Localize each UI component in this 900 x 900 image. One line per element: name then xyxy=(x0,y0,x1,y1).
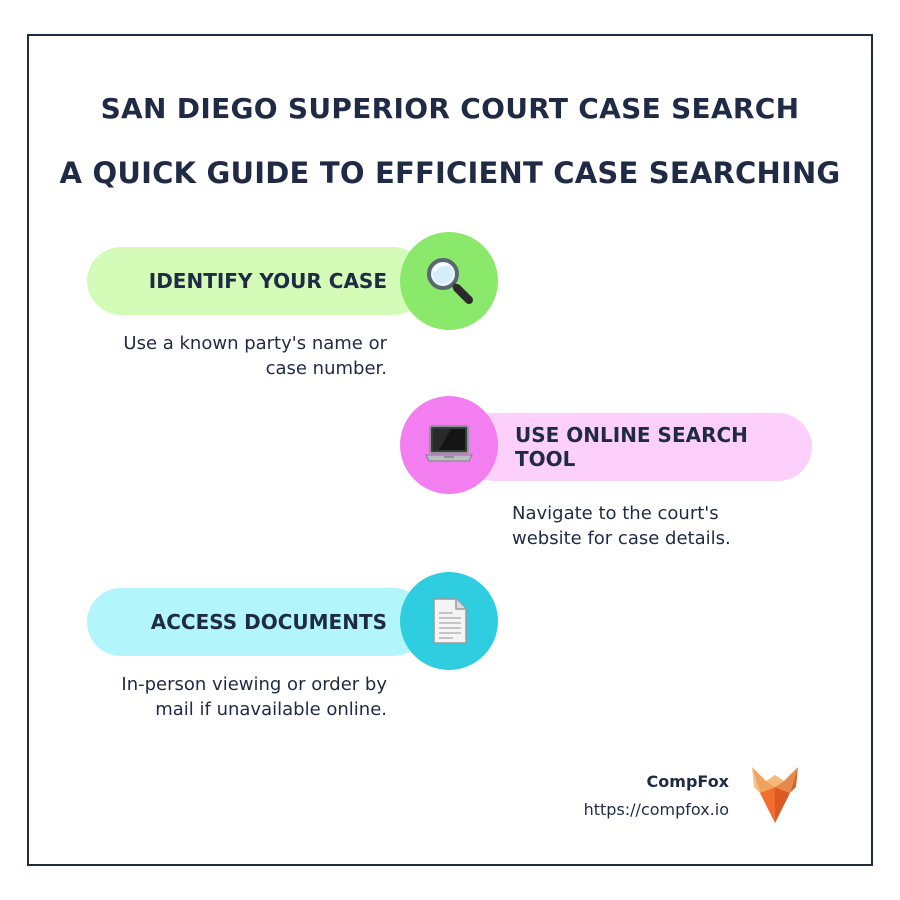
laptop-icon xyxy=(425,425,473,462)
page-subtitle: A QUICK GUIDE TO EFFICIENT CASE SEARCHIN… xyxy=(59,156,841,190)
step-label: USE ONLINE SEARCH TOOL xyxy=(515,423,748,471)
brand-url[interactable]: https://compfox.io xyxy=(583,800,729,819)
fox-logo-icon xyxy=(752,767,798,823)
page-title: SAN DIEGO SUPERIOR COURT CASE SEARCH xyxy=(100,92,800,125)
step-online-search-pill: USE ONLINE SEARCH TOOL xyxy=(460,413,812,481)
step-online-search-circle xyxy=(400,396,498,494)
magnifying-glass-icon xyxy=(427,258,473,304)
brand-name: CompFox xyxy=(646,772,729,791)
step-access-documents-description: In-person viewing or order by mail if un… xyxy=(121,674,387,720)
document-icon xyxy=(433,598,467,644)
step-identify-case-pill: IDENTIFY YOUR CASE xyxy=(87,247,427,315)
step-label: ACCESS DOCUMENTS xyxy=(150,610,387,634)
step-online-search-description: Navigate to the court's website for case… xyxy=(512,503,731,549)
step-access-documents-circle xyxy=(400,572,498,670)
step-identify-case-circle xyxy=(400,232,498,330)
step-label: IDENTIFY YOUR CASE xyxy=(148,269,387,293)
step-identify-case-description: Use a known party's name or case number. xyxy=(123,333,387,379)
step-access-documents-pill: ACCESS DOCUMENTS xyxy=(87,588,427,656)
